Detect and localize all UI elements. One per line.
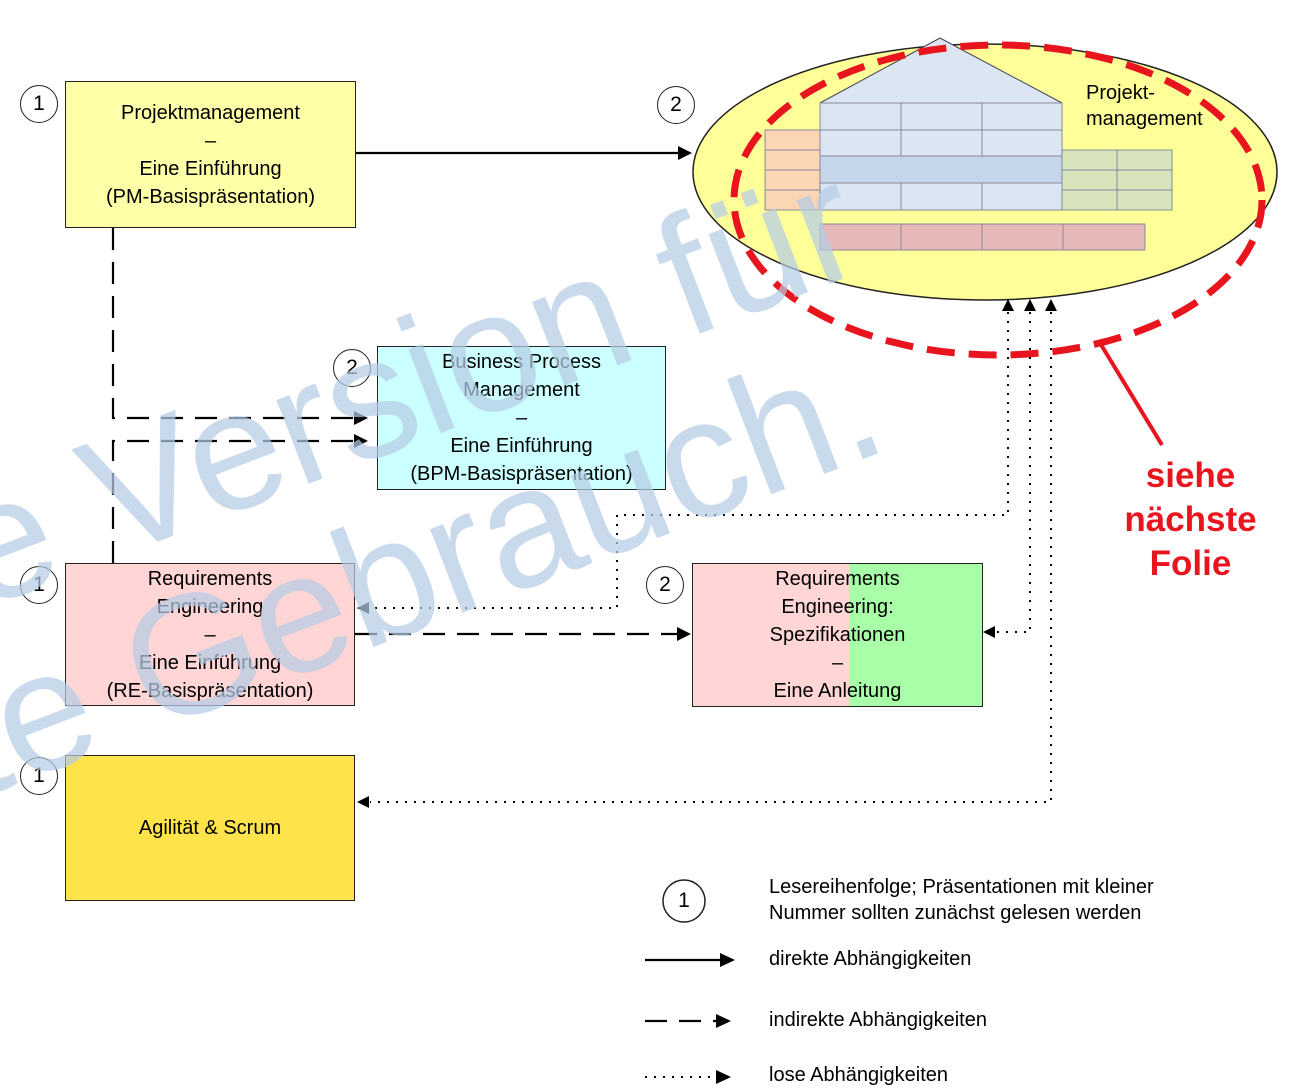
box-line: – xyxy=(204,623,216,646)
arrowhead xyxy=(716,1070,731,1084)
legend-arrowheads xyxy=(716,953,735,1084)
arrowhead xyxy=(1024,299,1036,311)
callout-line: Folie xyxy=(1149,544,1232,583)
order-badge-pm: 1 xyxy=(20,85,58,123)
connectors xyxy=(111,151,680,636)
box-line: Eine Einführung xyxy=(138,651,282,674)
legend-loose-label: lose Abhängigkeiten xyxy=(769,1064,949,1086)
box-line: Business Process xyxy=(442,351,601,373)
highlight-dashed-ellipse xyxy=(730,41,1266,359)
box-agilitaet-scrum: Agilität & Scrum xyxy=(65,755,355,901)
order-badge-house: 2 xyxy=(657,86,695,124)
arrow-loose-house-re xyxy=(370,312,1009,609)
box-line: Engineering xyxy=(156,595,264,618)
box-line: – xyxy=(831,652,844,674)
arrowhead xyxy=(983,626,995,638)
arrowhead xyxy=(357,602,369,614)
order-badge-agile: 1 xyxy=(20,757,58,795)
arrow-indirect-pm-bpm xyxy=(111,228,356,420)
house-left-wing xyxy=(764,129,821,211)
legend-badge-number: 1 xyxy=(678,889,690,912)
legend-samples xyxy=(645,958,722,1078)
house-foundation xyxy=(819,223,1146,251)
box-line: Spezifikationen xyxy=(769,624,906,646)
box-line: Eine Einführung xyxy=(139,157,282,180)
box-line: Agilität & Scrum xyxy=(138,817,282,839)
box-line: Management xyxy=(463,379,580,401)
box-line: Requirements xyxy=(775,568,900,590)
arrow-loose-house-spec xyxy=(996,312,1031,633)
legend-badge-circle xyxy=(662,879,706,923)
box-projektmanagement: Projektmanagement – Eine Einführung (PM-… xyxy=(65,81,356,228)
box-line: Projektmanagement xyxy=(121,101,300,124)
arrowhead xyxy=(720,953,735,967)
box-line: Engineering: xyxy=(781,596,894,618)
arrow-indirect-re-bpm xyxy=(111,439,356,563)
arrowhead xyxy=(354,411,368,425)
loose-connectors xyxy=(370,312,1052,803)
callout-pointer xyxy=(1098,341,1164,447)
arrowhead xyxy=(677,627,691,641)
order-badge-re: 1 xyxy=(20,566,58,604)
callout-siehe-naechste-folie: siehe nächste Folie xyxy=(1108,454,1273,586)
box-line: – xyxy=(204,129,217,152)
arrowhead xyxy=(678,146,692,160)
box-line: Eine Anleitung xyxy=(773,680,902,702)
box-line: Requirements xyxy=(147,567,273,590)
order-badge-spec: 2 xyxy=(646,566,684,604)
arrowhead xyxy=(1002,299,1014,311)
legend-order-line: Nummer sollten zunächst gelesen werden xyxy=(769,902,1142,924)
order-badge-bpm: 2 xyxy=(333,349,371,387)
box-line: (RE-Basispräsentation) xyxy=(106,679,314,702)
house-label-line: Projekt- xyxy=(1086,82,1155,104)
box-line: (BPM-Basispräsentation) xyxy=(410,463,633,485)
box-line: Eine Einführung xyxy=(450,435,593,457)
arrowhead xyxy=(354,434,368,448)
legend-reading-order: Lesereihenfolge; Präsentationen mit klei… xyxy=(769,874,1154,926)
house-right-wing xyxy=(1061,149,1173,211)
arrowhead xyxy=(716,1014,731,1028)
box-line: (PM-Basispräsentation) xyxy=(106,185,315,208)
box-requirements-engineering: Requirements Engineering – Eine Einführu… xyxy=(65,563,355,706)
arrow-loose-house-agile xyxy=(370,312,1052,803)
box-re-spezifikationen: Requirements Engineering: Spezifikatione… xyxy=(692,563,983,707)
house-label: Projekt- management xyxy=(1086,80,1203,132)
callout-line: nächste xyxy=(1124,500,1257,539)
arrowhead xyxy=(357,796,369,808)
arrowheads xyxy=(354,146,1057,808)
callout-line: siehe xyxy=(1145,456,1236,495)
house-body xyxy=(819,102,1063,211)
box-business-process-management: Business Process Management – Eine Einfü… xyxy=(377,346,666,490)
box-line: – xyxy=(515,407,528,429)
house-label-line: management xyxy=(1086,108,1203,130)
legend-direct-label: direkte Abhängigkeiten xyxy=(769,948,972,970)
arrowhead xyxy=(1045,299,1057,311)
legend-indirect-label: indirekte Abhängigkeiten xyxy=(769,1009,987,1031)
project-management-house xyxy=(692,37,1278,447)
legend-order-line: Lesereihenfolge; Präsentationen mit klei… xyxy=(769,876,1154,898)
